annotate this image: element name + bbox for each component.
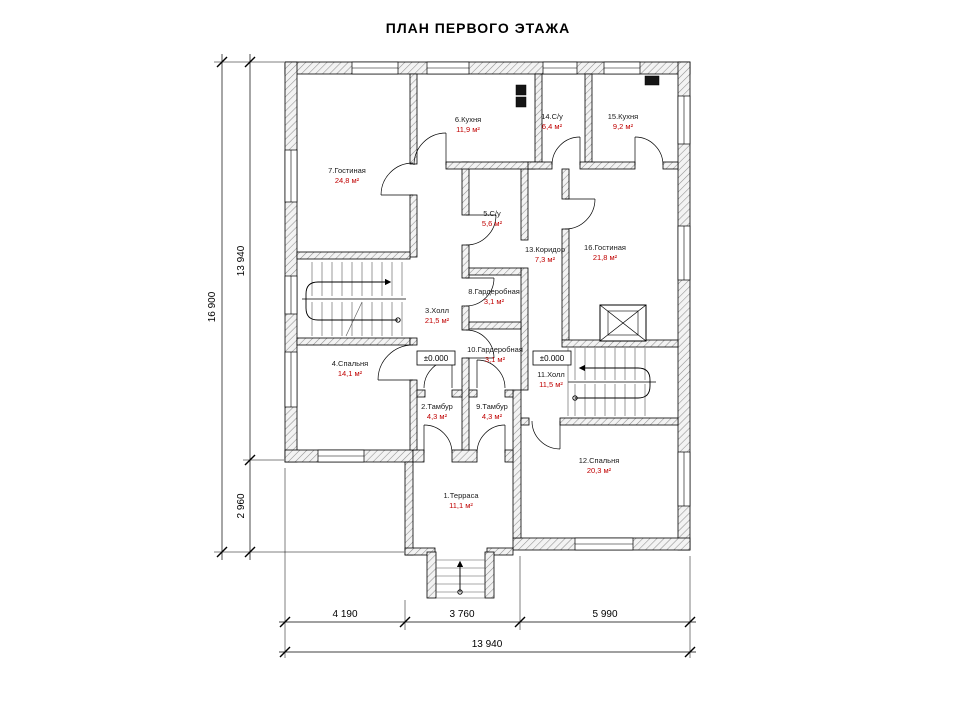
room-1-area: 11,1 м² [449, 501, 473, 510]
room-6-name: 6.Кухня [455, 115, 481, 124]
dimensions-bottom: 4 190 3 760 5 990 13 940 [279, 468, 696, 658]
room-11-area: 11,5 м² [539, 380, 563, 389]
room-5-area: 5,6 м² [482, 219, 503, 228]
room-16-name: 16.Гостиная [584, 243, 626, 252]
dim-bottom-center: 3 760 [449, 609, 474, 620]
staircase-left [302, 262, 406, 337]
dim-bottom-total: 13 940 [472, 639, 503, 650]
room-3-area: 21,5 м² [425, 316, 450, 325]
room-1-name: 1.Терраса [443, 491, 479, 500]
dim-left-terrace: 2 960 [236, 493, 247, 518]
room-15-name: 15.Кухня [608, 112, 639, 121]
elevation-marker-right: ±0.000 [532, 350, 572, 366]
room-13-area: 7,3 м² [535, 255, 556, 264]
room-5-name: 5.С/у [483, 209, 501, 218]
windows [284, 61, 691, 551]
room-12-name: 12.Спальня [579, 456, 620, 465]
room-labels: 1.Терраса 11,1 м² 2.Тамбур 4,3 м² 3.Холл… [328, 112, 638, 510]
room-13-name: 13.Коридор [525, 245, 565, 254]
entrance-steps [426, 551, 495, 599]
door-swings [377, 132, 664, 454]
room-15-area: 9,2 м² [613, 122, 634, 131]
dim-bottom-left: 4 190 [332, 609, 357, 620]
dimensions-left: 16 900 13 940 2 960 [207, 54, 404, 560]
elevation-marker-left-label: ±0.000 [424, 354, 449, 363]
room-9-area: 4,3 м² [482, 412, 503, 421]
room-11-name: 11.Холл [537, 370, 565, 379]
elevation-marker-left: ±0.000 [416, 350, 456, 366]
dim-left-main: 13 940 [236, 245, 247, 276]
room-14-area: 6,4 м² [542, 122, 563, 131]
room-8-area: 3,1 м² [484, 297, 505, 306]
room-12-area: 20,3 м² [587, 466, 612, 475]
room-16-area: 21,8 м² [593, 253, 618, 262]
elevation-marker-right-label: ±0.000 [540, 354, 565, 363]
room-2-name: 2.Тамбур [421, 402, 453, 411]
room-7-name: 7.Гостиная [328, 166, 366, 175]
room-4-area: 14,1 м² [338, 369, 363, 378]
room-9-name: 9.Тамбур [476, 402, 508, 411]
room-6-area: 11,9 м² [456, 125, 480, 134]
room-8-name: 8.Гардеробная [468, 287, 520, 296]
dim-bottom-right: 5 990 [592, 609, 617, 620]
room-10-area: 3,1 м² [485, 355, 506, 364]
room-10-name: 10.Гардеробная [467, 345, 523, 354]
room-3-name: 3.Холл [425, 306, 449, 315]
room-2-area: 4,3 м² [427, 412, 448, 421]
room-7-area: 24,8 м² [335, 176, 360, 185]
vent-channels [515, 75, 660, 108]
room-4-name: 4.Спальня [332, 359, 368, 368]
chimney-shaft [599, 304, 647, 342]
room-14-name: 14.С/у [541, 112, 563, 121]
plan-title: ПЛАН ПЕРВОГО ЭТАЖА [386, 20, 570, 36]
dim-left-total: 16 900 [207, 291, 218, 322]
